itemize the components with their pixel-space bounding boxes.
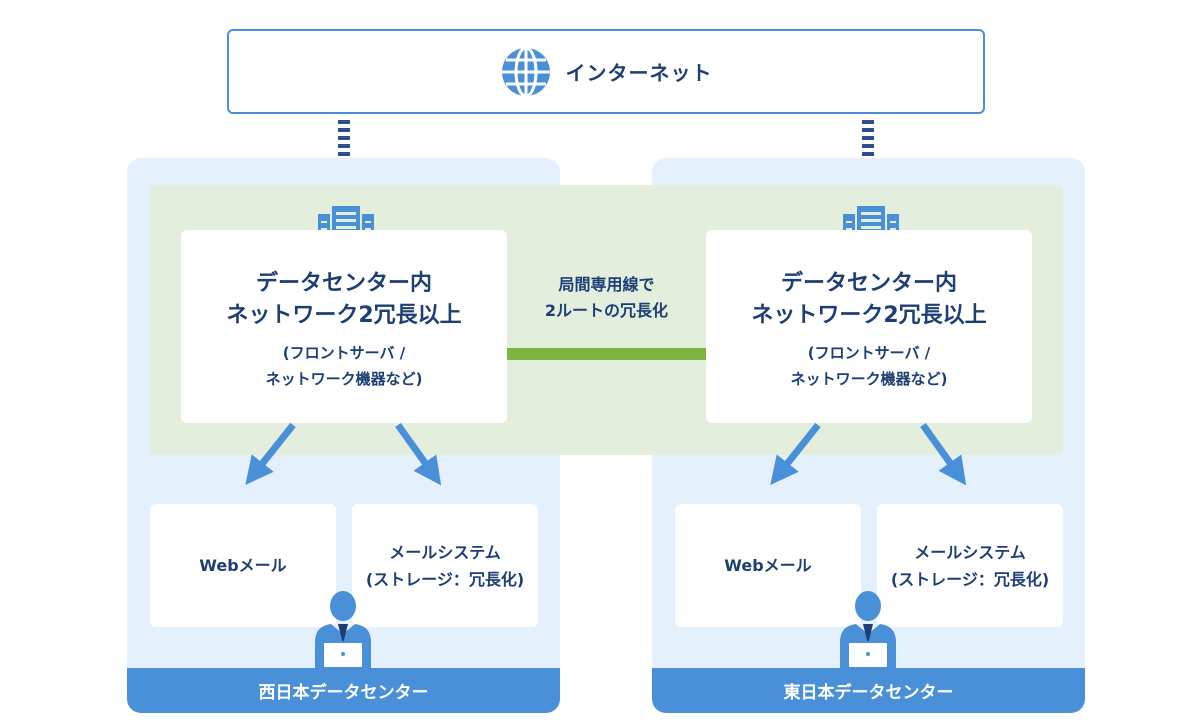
east-mailsystem-sub: (ストレージ：冗長化) <box>890 569 1050 589</box>
west-network-card: データセンター内 ネットワーク2冗長以上 (フロントサーバ / ネットワーク機器… <box>181 230 507 423</box>
link-label: 局間専用線で 2ルートの冗長化 <box>507 272 706 324</box>
link-label-line1: 局間専用線で <box>558 275 655 294</box>
east-webmail-label: Webメール <box>724 556 812 575</box>
east-network-card: データセンター内 ネットワーク2冗長以上 (フロントサーバ / ネットワーク機器… <box>706 230 1032 423</box>
east-arrow-left <box>770 422 821 485</box>
west-webmail-card: Webメール <box>150 504 336 627</box>
east-mailsystem-label: メールシステム <box>914 542 1026 562</box>
west-mailsystem-sub: (ストレージ：冗長化) <box>365 569 525 589</box>
east-webmail-card: Webメール <box>675 504 861 627</box>
east-title-line2: ネットワーク2冗長以上 <box>751 303 987 328</box>
dedicated-line <box>507 348 706 360</box>
internet-label: インターネット <box>565 61 713 85</box>
west-mailsystem-label: メールシステム <box>389 542 501 562</box>
globe-icon <box>500 46 552 98</box>
east-operator-icon <box>836 590 900 668</box>
east-title-line1: データセンター内 <box>780 271 957 296</box>
east-dc-footer: 東日本データセンター <box>652 668 1085 713</box>
west-mailsystem-card: メールシステム (ストレージ：冗長化) <box>352 504 538 627</box>
internet-box: インターネット <box>227 29 985 114</box>
west-sub-line1: (フロントサーバ / <box>282 344 406 362</box>
east-sub-line1: (フロントサーバ / <box>807 344 931 362</box>
east-sub-line2: ネットワーク機器など) <box>790 370 948 388</box>
west-arrow-right <box>395 422 442 486</box>
west-webmail-label: Webメール <box>199 556 287 575</box>
link-label-line2: 2ルートの冗長化 <box>544 301 669 320</box>
west-sub-line2: ネットワーク機器など) <box>265 370 423 388</box>
west-operator-icon <box>311 590 375 668</box>
west-title-line2: ネットワーク2冗長以上 <box>226 303 462 328</box>
west-arrow-left <box>245 422 296 485</box>
east-arrow-right <box>920 422 967 486</box>
west-dc-footer: 西日本データセンター <box>127 668 560 713</box>
west-title-line1: データセンター内 <box>255 271 432 296</box>
east-mailsystem-card: メールシステム (ストレージ：冗長化) <box>877 504 1063 627</box>
